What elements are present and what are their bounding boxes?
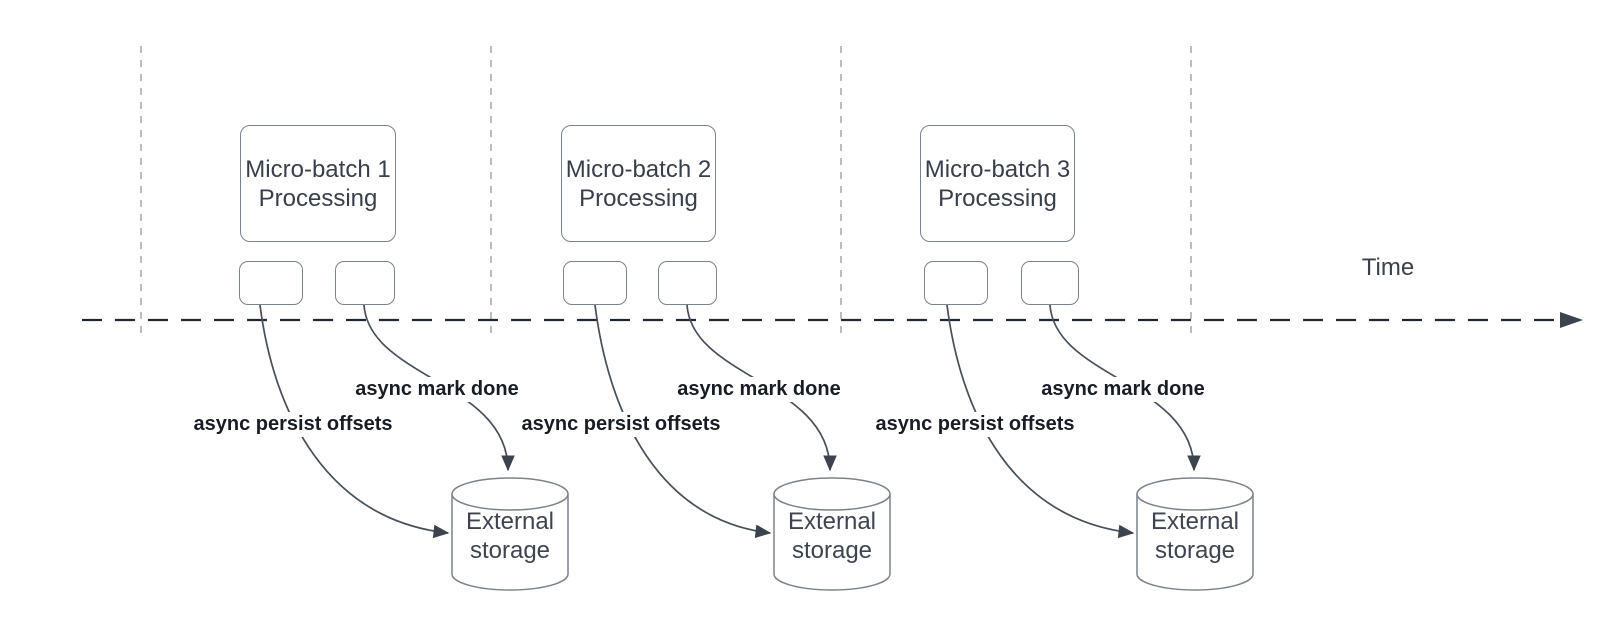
persist-offsets-task-box-3 <box>924 261 988 305</box>
micro-batch-3-processing-box: Micro-batch 3 Processing <box>920 125 1075 242</box>
persist-offsets-edge-label-1: async persist offsets <box>190 412 396 437</box>
mark-done-task-box-1 <box>335 261 395 305</box>
external-storage-label-2: External storage <box>787 508 877 564</box>
external-storage-cylinder-1: External storage <box>451 477 569 591</box>
mark-done-task-box-2 <box>658 261 717 305</box>
database-cylinder-shape <box>1136 477 1254 591</box>
persist-offsets-edge-label-3: async persist offsets <box>872 412 1078 437</box>
persist-offsets-edge-3 <box>946 304 1135 539</box>
persist-offsets-edge-label-2: async persist offsets <box>518 412 724 437</box>
external-storage-label-1: External storage <box>465 508 555 564</box>
time-axis-label: Time <box>1361 254 1415 281</box>
external-storage-cylinder-3: External storage <box>1136 477 1254 591</box>
micro-batch-1-processing-label: Micro-batch 1 Processing <box>245 155 391 212</box>
database-cylinder-shape <box>773 477 891 591</box>
micro-batch-2-processing-box: Micro-batch 2 Processing <box>561 125 716 242</box>
mark-done-edge-label-2: async mark done <box>674 377 844 402</box>
time-axis-arrowhead-icon <box>1560 312 1583 328</box>
persist-offsets-edge-2 <box>594 304 772 539</box>
mark-done-task-box-3 <box>1021 261 1079 305</box>
external-storage-label-3: External storage <box>1150 508 1240 564</box>
mark-done-edge-label-3: async mark done <box>1038 377 1208 402</box>
mark-done-edge-label-1: async mark done <box>352 377 522 402</box>
persist-offsets-edge-1 <box>259 304 450 539</box>
external-storage-cylinder-2: External storage <box>773 477 891 591</box>
micro-batch-3-processing-label: Micro-batch 3 Processing <box>924 155 1071 212</box>
persist-offsets-task-box-2 <box>563 261 627 305</box>
database-cylinder-shape <box>451 477 569 591</box>
micro-batch-2-processing-label: Micro-batch 2 Processing <box>565 155 712 212</box>
micro-batch-1-processing-box: Micro-batch 1 Processing <box>240 125 396 242</box>
persist-offsets-task-box-1 <box>239 261 303 305</box>
